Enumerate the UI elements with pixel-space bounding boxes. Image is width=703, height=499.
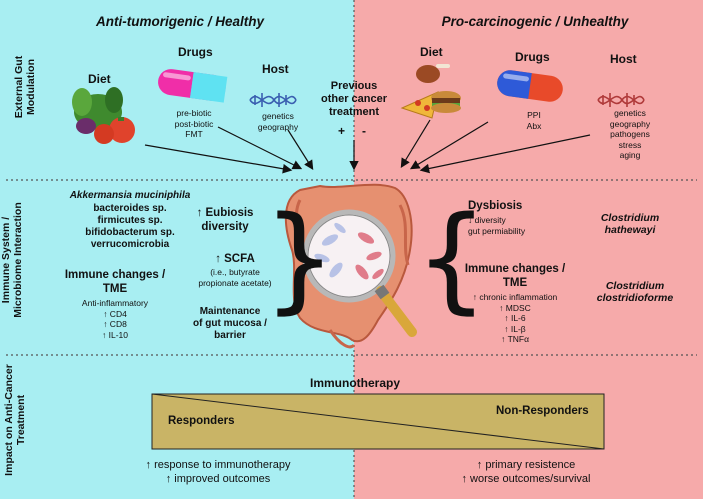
arrow-diet-right <box>400 119 431 169</box>
left-host-items: genetics geography <box>257 111 299 132</box>
akkermansia-label: Akkermansia muciniphila <box>69 190 191 201</box>
capsule-pill-icon-right <box>497 70 563 102</box>
left-drugs-items: pre-biotic post-biotic FMT <box>174 108 214 139</box>
right-outcomes: ↑ primary resistence ↑ worse outcomes/su… <box>461 459 591 485</box>
immunotherapy-bar-diagonal <box>151 393 605 450</box>
arrow-drugs-left <box>217 126 303 170</box>
left-diet-label: Diet <box>88 72 111 86</box>
scfa-detail: (i.e., butyrate propionate acetate) <box>198 267 272 288</box>
left-title: Anti-tumorigenic / Healthy <box>95 14 264 29</box>
plus-sign: + <box>338 124 346 138</box>
junk-food-icon <box>400 64 461 119</box>
right-immune-items: ↑ chronic inflammation ↑ MDSC ↑ IL-6 ↑ I… <box>472 292 558 344</box>
left-immune-items: Anti-inflammatory ↑ CD4 ↑ CD8 ↑ IL-10 <box>81 298 149 340</box>
right-title: Pro-carcinogenic / Unhealthy <box>441 14 629 29</box>
intestine-magnifier-illustration <box>284 183 417 349</box>
vegetables-icon <box>72 87 135 144</box>
arrow-host-left <box>287 129 314 171</box>
immunotherapy-label: Immunotherapy <box>309 376 400 390</box>
scfa-label: ↑ SCFA <box>215 253 255 265</box>
arrow-diet-left <box>144 144 293 174</box>
right-immune-title: Immune changes / TME <box>464 263 566 289</box>
clostridium-clostridioforme: Clostridium clostridioforme <box>596 280 674 304</box>
right-brace: { <box>415 192 488 326</box>
left-immune-title: Immune changes / TME <box>64 269 166 295</box>
dna-helix-icon-right <box>597 93 645 107</box>
minus-sign: - <box>362 124 366 138</box>
left-drugs-label: Drugs <box>178 45 213 59</box>
capsule-pill-icon <box>158 69 228 103</box>
arrow-host-right <box>419 134 591 174</box>
responders-label: Responders <box>168 415 235 427</box>
arrow-drugs-right <box>409 121 489 170</box>
right-host-items: genetics geography pathogens stress agin… <box>609 108 651 160</box>
previous-treatment-label: Previous other cancer treatment <box>320 80 388 118</box>
dna-helix-icon <box>249 93 297 107</box>
dysbiosis-title: Dysbiosis <box>468 200 523 212</box>
right-host-label: Host <box>610 52 637 66</box>
eubiosis-label: ↑ Eubiosis diversity <box>196 207 254 233</box>
left-bacteria-list: bacteroides sp. firmicutes sp. bifidobac… <box>85 203 175 250</box>
left-brace: } <box>263 192 336 326</box>
clostridium-hathewayi: Clostridium hathewayi <box>600 212 660 236</box>
dysbiosis-items: ↓ diversity gut permiability <box>468 215 526 236</box>
right-diet-label: Diet <box>420 45 443 59</box>
left-outcomes: ↑ response to immunotherapy ↑ improved o… <box>145 459 291 485</box>
left-host-label: Host <box>262 62 289 76</box>
row-label-external: External Gut Modulation <box>13 55 37 119</box>
row-label-treatment: Impact on Anti-Cancer Treatment <box>3 364 27 476</box>
right-drugs-label: Drugs <box>515 50 550 64</box>
right-drugs-items: PPI Abx <box>526 110 542 131</box>
maintenance-label: Maintenance of gut mucosa / barrier <box>193 306 267 341</box>
non-responders-label: Non-Responders <box>496 405 589 417</box>
row-label-immune: Immune System / Microbiome Interaction <box>0 202 24 318</box>
